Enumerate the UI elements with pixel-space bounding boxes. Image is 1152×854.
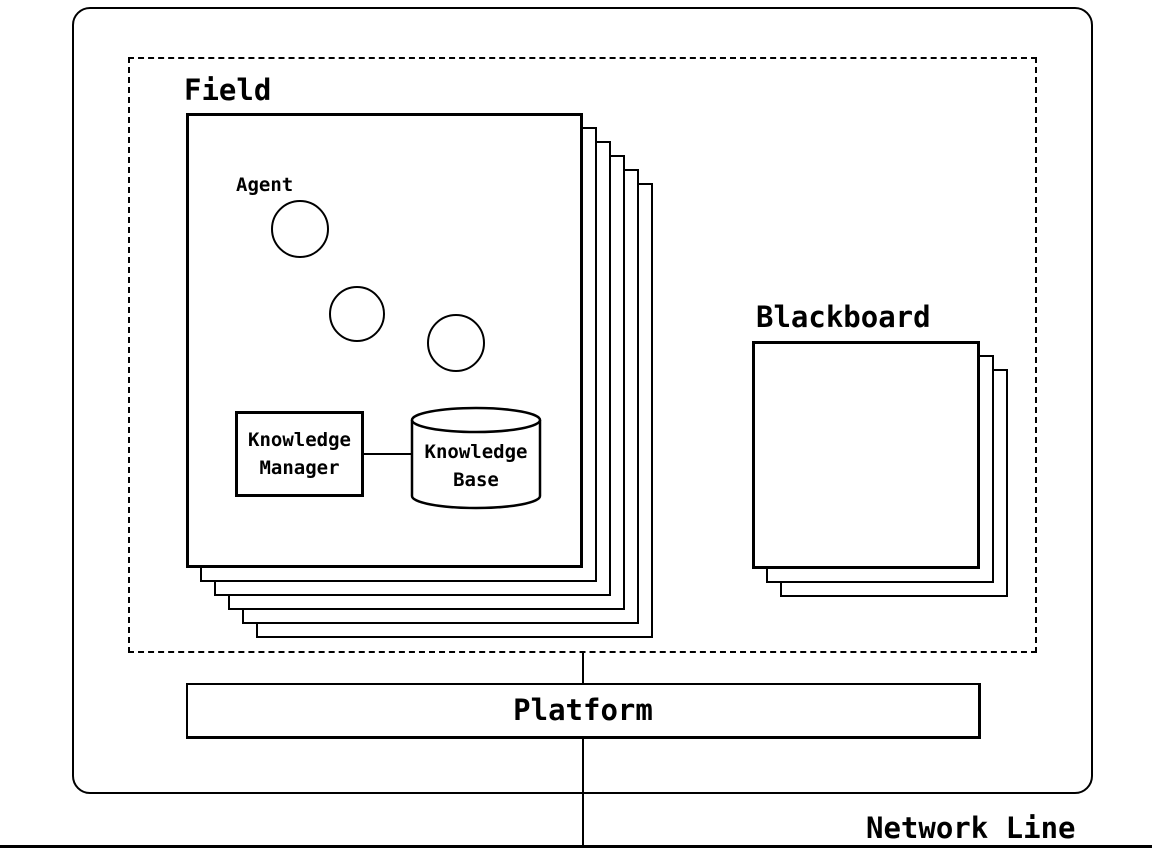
knowledge-base-cylinder xyxy=(410,406,542,510)
field-container-box xyxy=(128,57,1037,653)
agent-circle-2 xyxy=(329,286,385,342)
field-label: Field xyxy=(184,73,272,107)
field-to-platform-line xyxy=(582,653,584,683)
network-line xyxy=(0,845,1152,848)
knowledge-manager-box: Knowledge Manager xyxy=(235,411,364,497)
blackboard-label: Blackboard xyxy=(756,300,931,334)
knowledge-base-label-wrap: Knowledge Base xyxy=(412,438,540,494)
platform-label: Platform xyxy=(513,693,653,727)
platform-box: Platform xyxy=(186,683,981,739)
blackboard-sheet-front xyxy=(752,341,980,569)
network-line-label: Network Line xyxy=(866,811,1076,845)
agent-label: Agent xyxy=(236,174,294,196)
agent-circle-3 xyxy=(427,314,485,372)
km-kb-connector-line xyxy=(362,453,413,455)
knowledge-manager-label: Knowledge Manager xyxy=(248,429,351,479)
platform-to-network-line xyxy=(582,739,584,847)
knowledge-base-label: Knowledge Base xyxy=(424,441,528,491)
agent-circle-1 xyxy=(271,200,329,258)
